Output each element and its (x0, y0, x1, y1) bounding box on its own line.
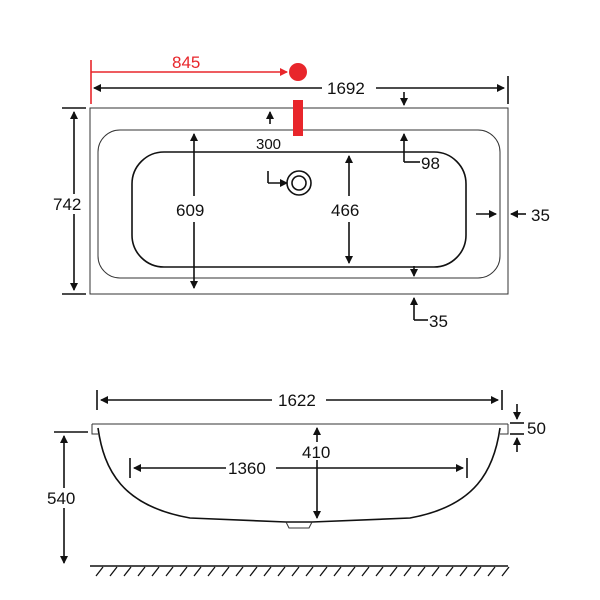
drain-icon (286, 170, 312, 196)
dim-bottom-length: 1360 (228, 459, 266, 478)
dim-drain-offset: 300 (256, 136, 281, 153)
dim-overall-length: 1692 (327, 79, 365, 98)
dim-depth: 410 (302, 443, 330, 462)
hatch-mark (277, 566, 286, 577)
hatch-mark (165, 566, 174, 577)
side-drain (285, 521, 313, 529)
hatch-mark (319, 566, 328, 577)
faucet-icon (293, 100, 303, 136)
side-rim (91, 423, 509, 435)
top-view: 845 1692 742 300 98 609 466 35 (53, 53, 550, 331)
hatch-mark (291, 566, 300, 577)
hatch-mark (403, 566, 412, 577)
hatch-mark (123, 566, 132, 577)
dim-basin-width: 466 (331, 201, 359, 220)
hatch-mark (361, 566, 370, 577)
hatch-mark (249, 566, 258, 577)
drain-inner-icon (291, 175, 307, 191)
hatch-mark (333, 566, 342, 577)
hatch-mark (207, 566, 216, 577)
dim-inner-width: 609 (176, 201, 204, 220)
hatch-mark (109, 566, 118, 577)
hatch-mark (179, 566, 188, 577)
floor-hatch (95, 566, 510, 577)
hatch-mark (431, 566, 440, 577)
dim-top-length: 1622 (278, 391, 316, 410)
hatch-mark (417, 566, 426, 577)
basin-outline (131, 151, 467, 268)
dim-rim-side: 35 (531, 206, 550, 225)
hatch-mark (193, 566, 202, 577)
hatch-mark (375, 566, 384, 577)
hatch-mark (221, 566, 230, 577)
hatch-mark (445, 566, 454, 577)
hatch-mark (347, 566, 356, 577)
hatch-mark (459, 566, 468, 577)
faucet-valve-icon (289, 63, 307, 81)
hatch-mark (487, 566, 496, 577)
hatch-mark (235, 566, 244, 577)
hatch-mark (151, 566, 160, 577)
hatch-mark (137, 566, 146, 577)
hatch-mark (305, 566, 314, 577)
side-view: 1622 1360 410 540 50 (47, 390, 546, 577)
dim-overall-width: 742 (53, 195, 81, 214)
hatch-mark (263, 566, 272, 577)
hatch-mark (95, 566, 104, 577)
hatch-mark (389, 566, 398, 577)
hatch-mark (501, 566, 510, 577)
dim-inner-offset: 98 (421, 154, 440, 173)
dim-faucet-offset: 845 (172, 53, 200, 72)
dim-total-height: 540 (47, 489, 75, 508)
dim-rim-thickness: 50 (527, 419, 546, 438)
dim-rim-bottom: 35 (429, 312, 448, 331)
hatch-mark (473, 566, 482, 577)
side-body (97, 427, 501, 523)
